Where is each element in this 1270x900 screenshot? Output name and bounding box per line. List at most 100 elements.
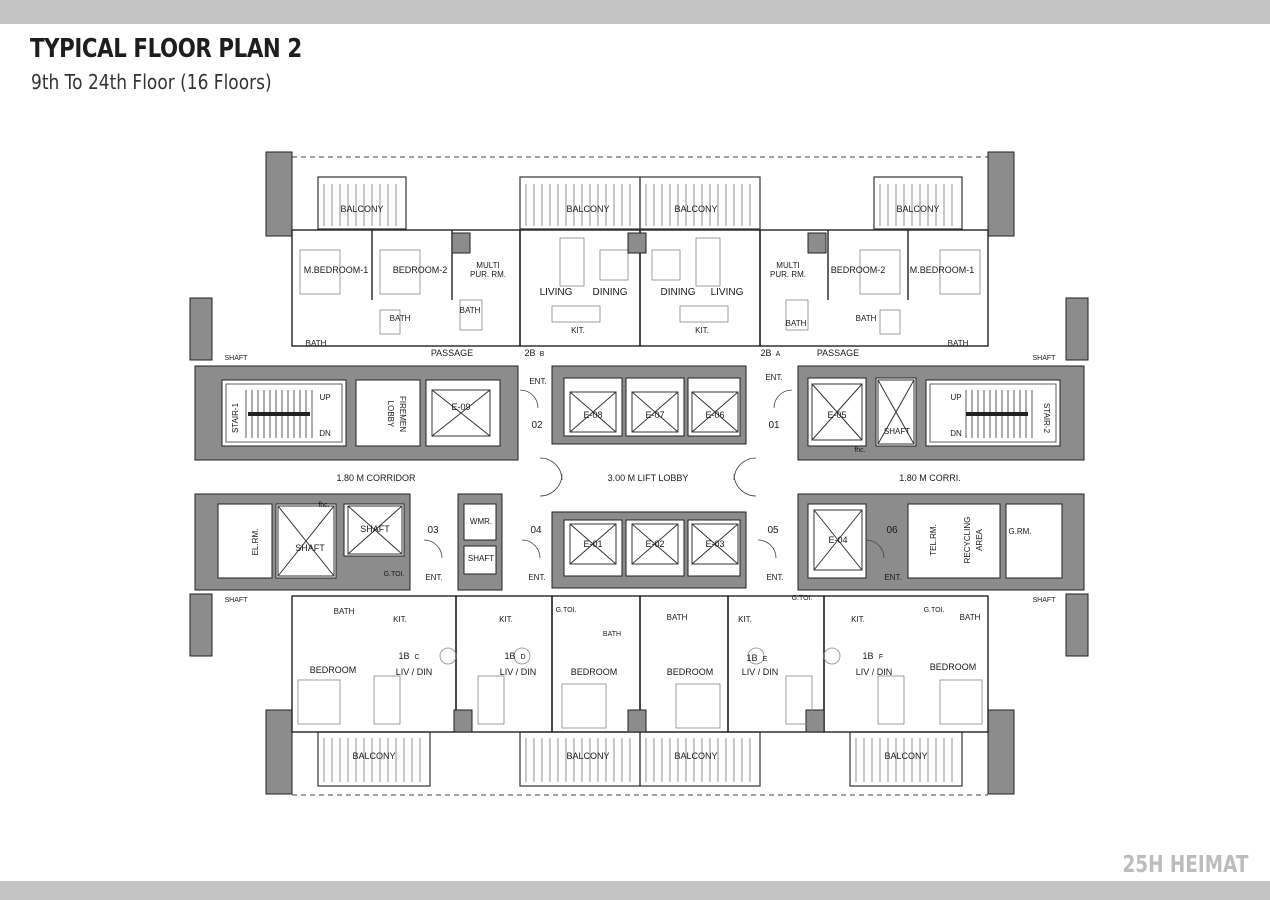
label-stair-2: STAIR-2 [1042,403,1051,434]
label-1b-d: 1B [504,651,515,661]
label-tag-e: E [763,656,768,663]
label-multi-right-2: PUR. RM. [770,270,806,279]
top-furniture [299,237,981,335]
label-1b-c: 1B [398,651,409,661]
label-unit-03: 03 [427,525,439,536]
label-passage-left: PASSAGE [431,348,473,358]
label-g-toi-b5: G.TOI. [792,595,813,602]
label-balcony-4: BALCONY [896,204,939,214]
label-tag-a: A [776,351,781,358]
label-balcony-1: BALCONY [340,204,383,214]
label-balcony-3: BALCONY [674,204,717,214]
brand-logo: 25H HEIMAT [1122,852,1248,878]
label-bedroom-06: BEDROOM [930,662,977,672]
label-bath-tl-3: BATH [306,339,327,348]
label-e06: E-06 [705,410,724,420]
label-livdin-04: LIV / DIN [500,667,537,677]
label-balcony-b4: BALCONY [884,751,927,761]
label-shaft-wmr: SHAFT [468,554,494,563]
label-bedroom-04: BEDROOM [571,667,618,677]
label-bedroom-05: BEDROOM [667,667,714,677]
label-shaft-bl: SHAFT [225,597,249,604]
label-e04: E-04 [828,535,847,545]
label-recycling-area: AREA [975,528,984,550]
label-unit-2b-a: 2B [760,348,771,358]
label-balcony-2: BALCONY [566,204,609,214]
label-shaft-bl-core-2: SHAFT [360,524,390,534]
label-balcony-b2: BALCONY [566,751,609,761]
door-swings [423,389,885,559]
label-shaft-tl: SHAFT [225,355,249,362]
label-bath-tl-2: BATH [460,306,481,315]
label-1b-e: 1B [746,653,757,663]
label-fhc-bottom: fhc. [318,502,329,509]
label-corridor-left: 1.80 M CORRIDOR [336,473,416,483]
label-g-toi-b6: G.TOI. [924,607,945,614]
label-kit-b6: KIT. [851,615,865,624]
label-dn-right: DN [950,429,962,438]
label-tag-d: D [520,654,525,661]
label-tel-rm: TEL.RM. [929,524,938,556]
label-multi-left-2: PUR. RM. [470,270,506,279]
core-walls [194,365,1085,591]
label-unit-06: 06 [886,525,898,536]
label-firemen: FIREMEN [398,396,407,432]
label-ent-05: ENT. [766,573,783,582]
page-title: TYPICAL FLOOR PLAN 2 [30,34,302,64]
label-el-rm: EL.RM. [251,529,260,556]
label-kit-b2: KIT. [499,615,513,624]
label-e03: E-03 [705,539,724,549]
label-e01: E-01 [583,539,602,549]
label-e09: E-09 [451,402,470,412]
label-corridor-right: 1.80 M CORRI. [899,473,961,483]
label-up-left: UP [319,393,330,402]
label-e05: E-05 [827,410,846,420]
label-bath-tr-1: BATH [786,319,807,328]
label-livdin-05: LIV / DIN [742,667,779,677]
label-living-left: LIVING [540,287,573,298]
label-recycling: RECYCLING [963,517,972,564]
label-kit-b5: KIT. [738,615,752,624]
label-livdin-06: LIV / DIN [856,667,893,677]
label-ent-03: ENT. [425,573,442,582]
label-shaft-bl-core: SHAFT [295,543,325,553]
label-e02: E-02 [645,539,664,549]
bottom-furniture [297,647,983,729]
label-ent-04: ENT. [528,573,545,582]
label-balcony-b3: BALCONY [674,751,717,761]
label-lobby: LOBBY [386,401,395,428]
label-shaft-tr: SHAFT [1033,355,1057,362]
label-wmr: WMR. [470,517,492,526]
label-kit-bl: KIT. [393,615,407,624]
label-multi-right-1: MULTI [776,261,799,270]
label-stair-1: STAIR-1 [231,402,240,433]
label-shaft-br: SHAFT [1033,597,1057,604]
bottom-balcony-railings [323,738,953,782]
label-unit-02: 02 [531,420,543,431]
label-ent-01: ENT. [765,373,782,382]
label-unit-04: 04 [530,525,542,536]
label-bath-b4: BATH [667,613,688,622]
label-bath-tr-2: BATH [856,314,877,323]
label-g-toi-bl: G.TOI. [384,571,405,578]
label-g-toi-b3: G.TOI. [556,607,577,614]
label-unit-01: 01 [768,420,780,431]
label-bath-b6: BATH [960,613,981,622]
label-bath-bl: BATH [334,607,355,616]
label-e08: E-08 [583,410,602,420]
facade-fins [189,151,1089,795]
label-bedroom-03: BEDROOM [310,665,357,675]
label-unit-2b-b: 2B [524,348,535,358]
bottom-unit-walls [291,595,989,733]
label-tag-b: B [540,351,545,358]
label-g-rm: G.RM. [1008,527,1031,536]
label-bedroom-2-right: BEDROOM-2 [831,265,886,275]
label-livdin-03: LIV / DIN [396,667,433,677]
label-bath-tl-1: BATH [390,314,411,323]
label-passage-right: PASSAGE [817,348,859,358]
top-columns [451,232,827,254]
label-balcony-b1: BALCONY [352,751,395,761]
label-shaft-core-right: SHAFT [884,427,910,436]
label-kit-top-right: KIT. [695,326,709,335]
